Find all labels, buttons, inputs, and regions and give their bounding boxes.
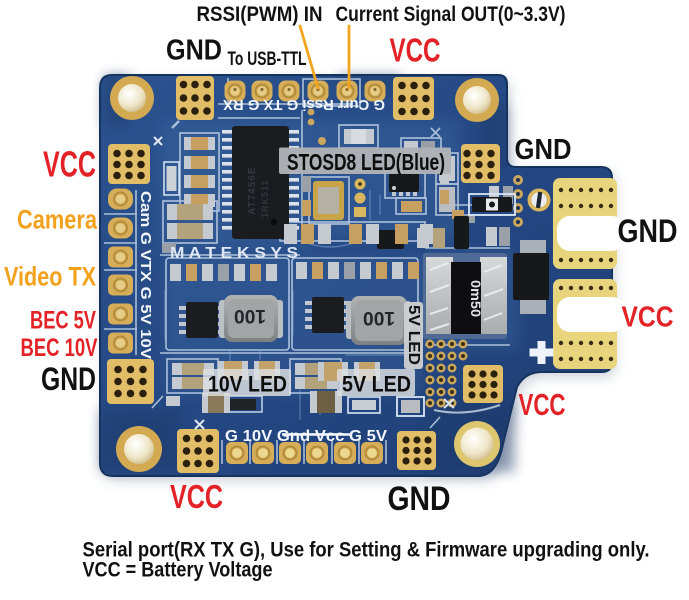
svg-text:100: 100	[363, 307, 395, 328]
svg-text:0m50: 0m50	[468, 280, 484, 317]
svg-text:Camera: Camera	[17, 205, 98, 235]
svg-text:VCC = Battery Voltage: VCC = Battery Voltage	[83, 559, 273, 582]
svg-text:VCC: VCC	[170, 478, 223, 515]
svg-text:10V LED: 10V LED	[208, 372, 287, 397]
svg-text:Cam G VTX G 5V 10V: Cam G VTX G 5V 10V	[137, 191, 153, 359]
svg-text:GND: GND	[166, 35, 222, 67]
svg-text:To USB-TTL: To USB-TTL	[228, 48, 307, 70]
svg-text:GND: GND	[515, 134, 572, 166]
svg-text:M A T E K S Y S: M A T E K S Y S	[170, 245, 298, 262]
svg-text:BEC 5V: BEC 5V	[30, 307, 96, 335]
svg-text:AT7456E: AT7456E	[247, 166, 258, 215]
svg-text:RSSI(PWM) IN: RSSI(PWM) IN	[197, 3, 323, 26]
svg-text:VCC: VCC	[43, 144, 96, 185]
svg-text:GND: GND	[618, 213, 678, 249]
svg-text:GND: GND	[41, 361, 96, 397]
svg-text:5V LED: 5V LED	[342, 372, 411, 397]
svg-text:VCC: VCC	[519, 388, 566, 422]
svg-text:100: 100	[234, 305, 266, 326]
svg-text:VCC: VCC	[390, 32, 441, 69]
svg-text:STOSD8 LED(Blue): STOSD8 LED(Blue)	[287, 149, 445, 175]
svg-text:VCC: VCC	[622, 302, 674, 334]
svg-text:Video TX: Video TX	[4, 262, 96, 292]
svg-text:5V LED: 5V LED	[405, 305, 422, 365]
svg-text:G Curr Rssi G TX G RX: G Curr Rssi G TX G RX	[223, 96, 385, 113]
svg-text:GND: GND	[388, 480, 451, 518]
svg-text:Serial port(RX TX G), Use for: Serial port(RX TX G), Use for Setting & …	[83, 539, 650, 562]
svg-text:Current Signal OUT(0~3.3V): Current Signal OUT(0~3.3V)	[336, 3, 566, 26]
svg-text:G 10V Gnd Vcc G 5V: G 10V Gnd Vcc G 5V	[225, 428, 388, 445]
svg-text:BEC 10V: BEC 10V	[21, 334, 98, 362]
svg-text:1RK511: 1RK511	[260, 179, 270, 218]
